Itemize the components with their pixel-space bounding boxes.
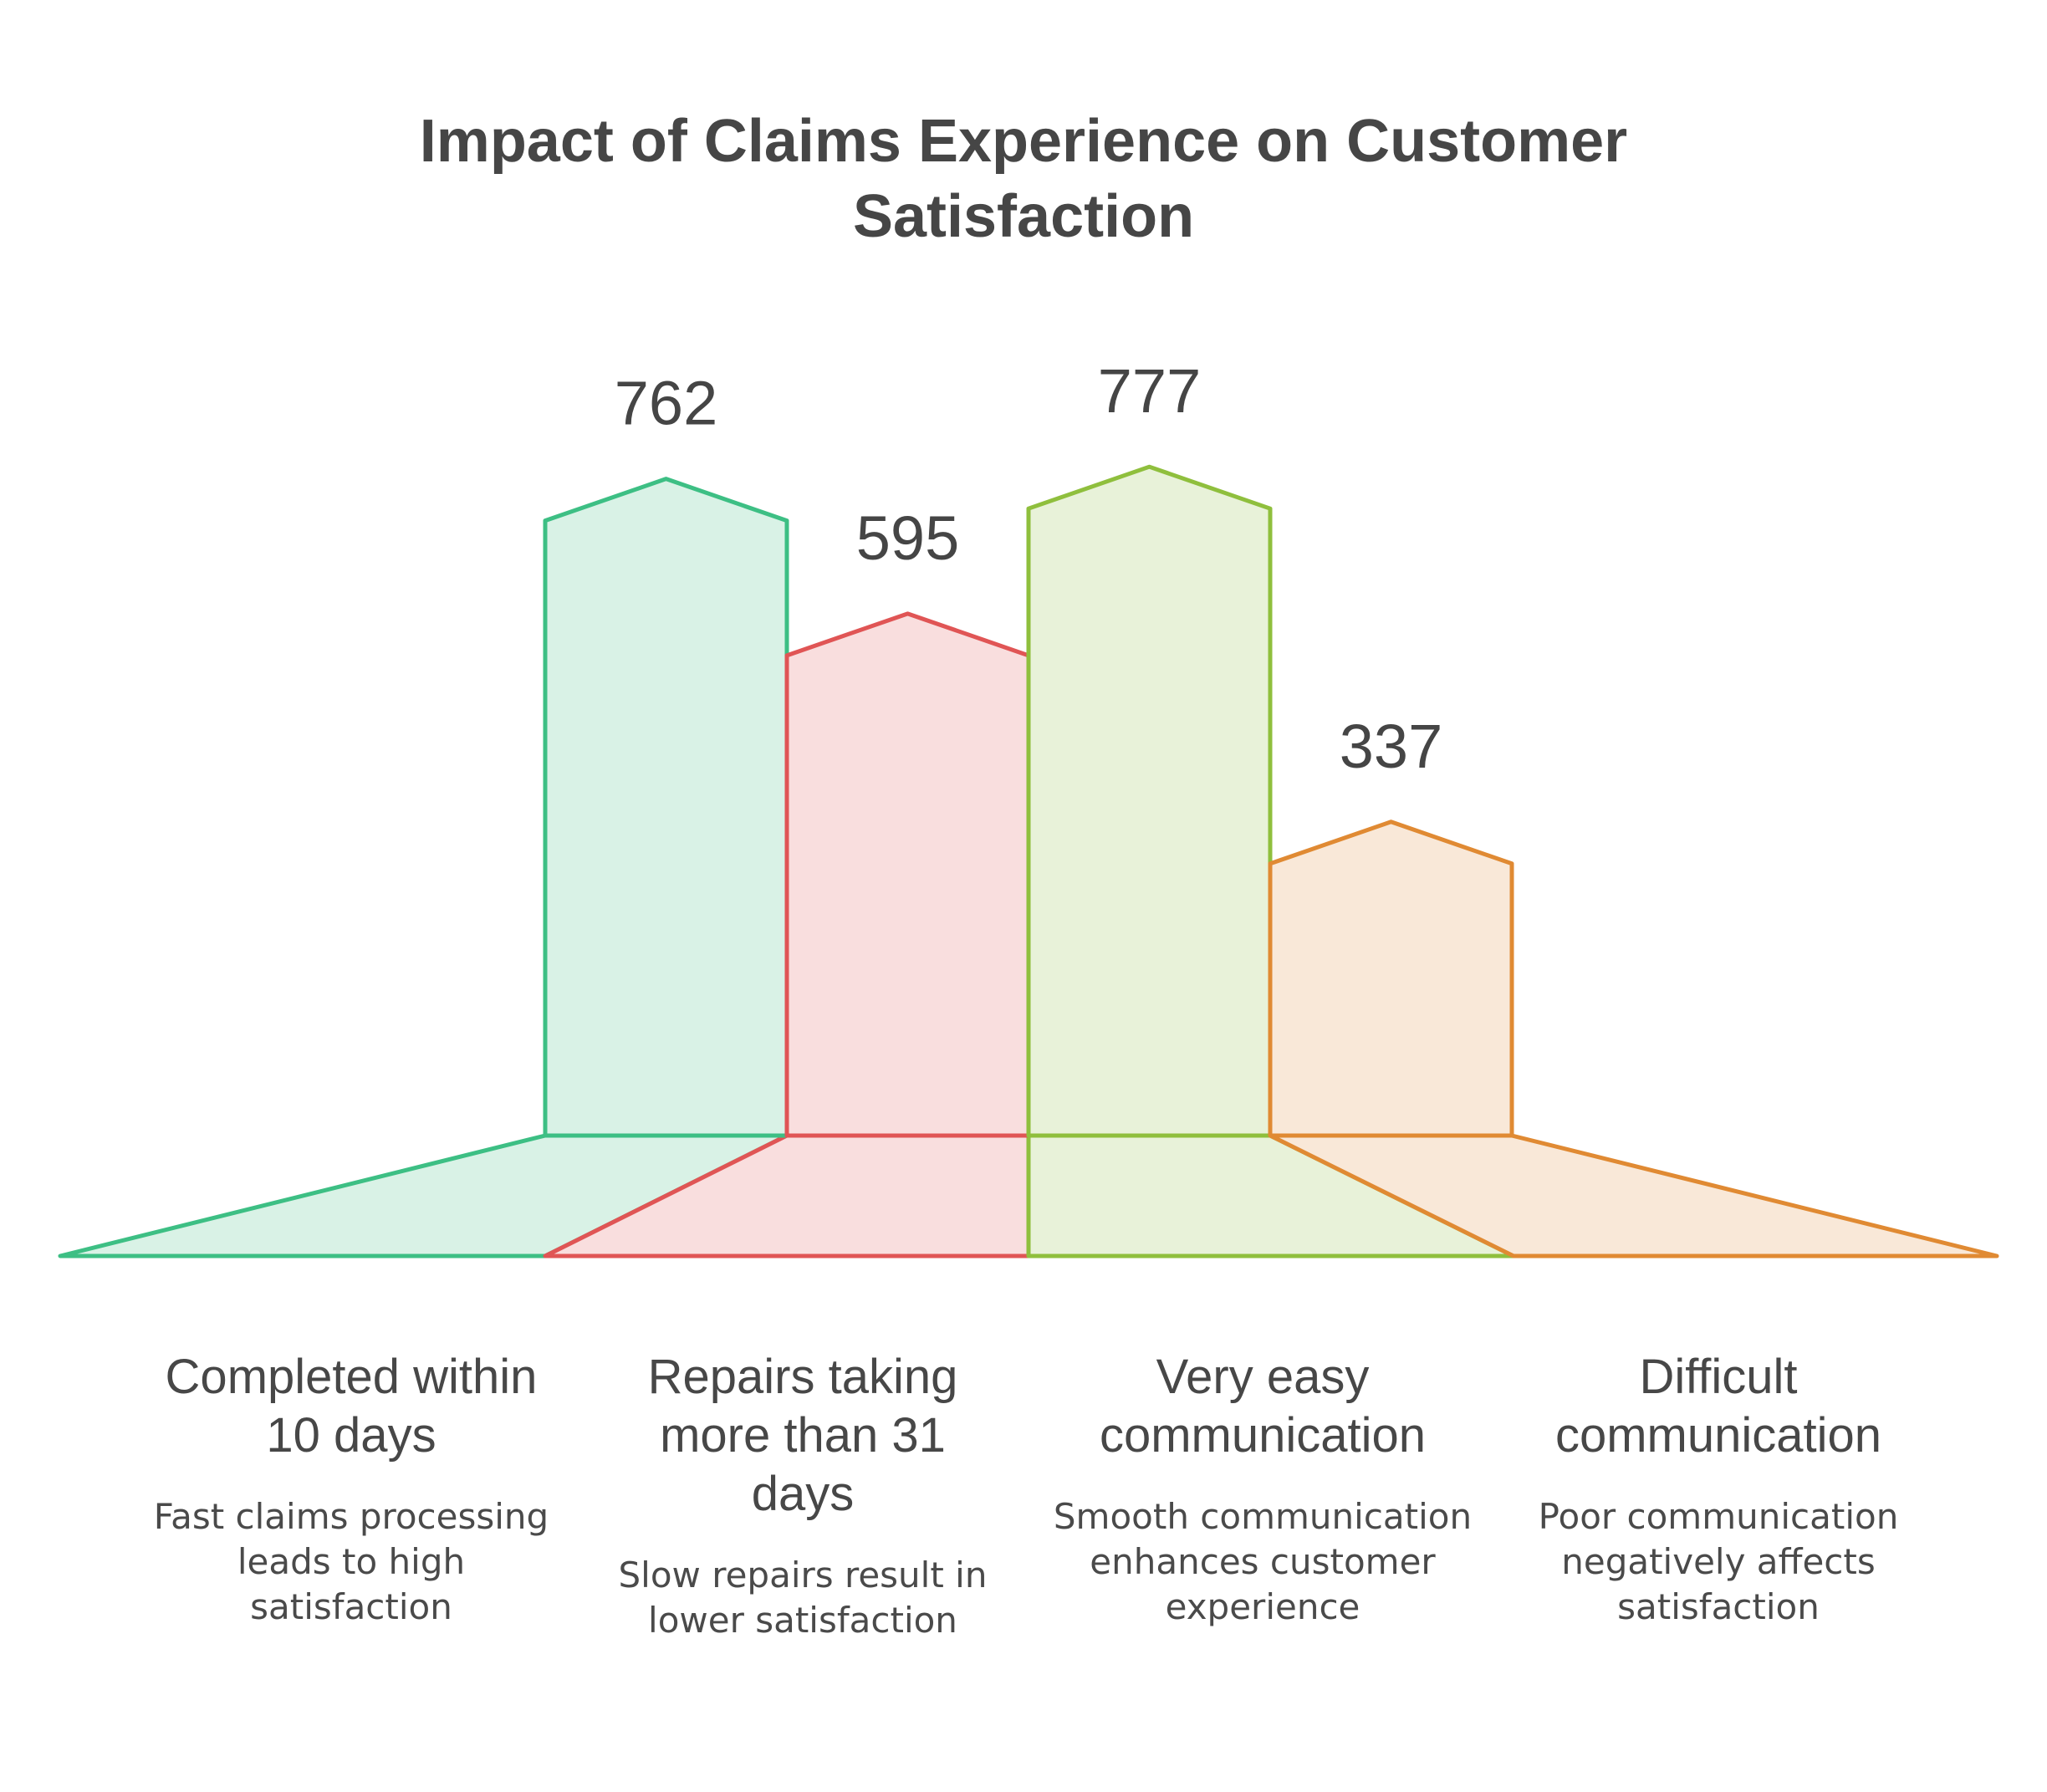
bar-bases	[58, 1133, 1999, 1258]
value-label-4: 337	[1340, 712, 1442, 781]
bar-2	[784, 611, 1031, 1138]
bars: 762 595 777 337	[543, 356, 1514, 1138]
category-description-1: satisfaction	[250, 1586, 452, 1627]
category-label-3: communication	[1100, 1408, 1426, 1463]
category-label-1: Completed within	[166, 1350, 538, 1404]
category-label-1: 10 days	[266, 1408, 436, 1463]
category-description-1: leads to high	[237, 1541, 465, 1582]
category-label-2: more than 31	[660, 1408, 946, 1463]
value-label-1: 762	[615, 369, 717, 438]
chart-title-line: Impact of Claims Experience on Customer	[420, 108, 1627, 175]
category-description-2: lower satisfaction	[648, 1600, 957, 1641]
category-description-3: experience	[1166, 1586, 1360, 1627]
category-description-3: enhances customer	[1090, 1541, 1436, 1582]
category-label-2: days	[752, 1467, 855, 1521]
value-label-3: 777	[1098, 356, 1201, 426]
chart-title-line: Satisfaction	[853, 183, 1194, 250]
value-label-2: 595	[856, 503, 959, 573]
category-description-2: Slow repairs result in	[619, 1555, 988, 1595]
category-description-1: Fast claims processing	[154, 1496, 549, 1537]
bar-3	[1026, 464, 1273, 1138]
category-label-4: Difficult	[1639, 1350, 1797, 1404]
category-label-3: Very easy	[1156, 1350, 1370, 1404]
category-description-4: Poor communication	[1539, 1496, 1899, 1537]
category-description-4: satisfaction	[1617, 1586, 1820, 1627]
bar-4	[1268, 819, 1514, 1138]
category-label-4: communication	[1555, 1408, 1881, 1463]
chart-title: Impact of Claims Experience on CustomerS…	[420, 108, 1627, 250]
category-description-4: negatively affects	[1561, 1541, 1876, 1582]
category-label-2: Repairs taking	[648, 1350, 958, 1404]
bar-1	[543, 477, 789, 1138]
category-description-3: Smooth communication	[1054, 1496, 1472, 1537]
